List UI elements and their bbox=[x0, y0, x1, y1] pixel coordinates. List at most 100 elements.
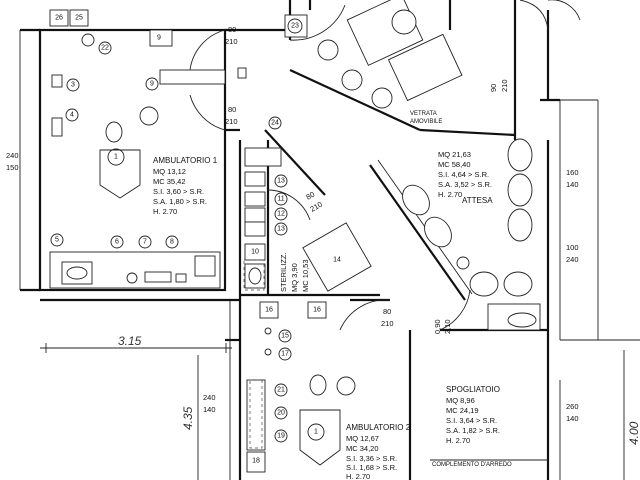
room-stat: S.I. 3,36 > S.R. bbox=[346, 454, 397, 463]
item-marker bbox=[50, 233, 64, 247]
room-stat: H. 2.70 bbox=[438, 190, 462, 199]
dim-label: 260 bbox=[566, 402, 579, 411]
room-stat: MQ 8,96 bbox=[446, 396, 475, 405]
cabinet bbox=[244, 221, 266, 237]
room-stat: S.I. 3,64 > S.R. bbox=[446, 416, 497, 425]
waiting-chair bbox=[507, 173, 533, 207]
wall-ambulatorio-1 bbox=[38, 28, 227, 292]
item-marker bbox=[274, 192, 288, 206]
waiting-chair bbox=[503, 271, 533, 297]
item-number: 7 bbox=[143, 239, 147, 246]
knob bbox=[126, 272, 138, 284]
item-marker bbox=[268, 116, 282, 130]
room-stat: MC 34,20 bbox=[346, 444, 379, 453]
autoclave bbox=[302, 222, 372, 292]
annotation: VETRATA bbox=[410, 111, 437, 117]
cabinet bbox=[244, 147, 282, 167]
dim-label: 240 bbox=[6, 151, 19, 160]
item-number: 17 bbox=[281, 351, 289, 358]
door-swing bbox=[189, 29, 226, 71]
item-marker bbox=[165, 235, 179, 249]
item-numbers: 26 25 23 22 9 9 3 4 1 5 6 7 8 24 13 11 1… bbox=[50, 15, 341, 465]
chair bbox=[317, 39, 339, 61]
room-stat: S.A. 1,80 > S.R. bbox=[153, 197, 207, 206]
room-stat: MQ 13,12 bbox=[153, 167, 186, 176]
cabinet bbox=[244, 191, 266, 207]
item-number: 18 bbox=[252, 458, 260, 465]
sink bbox=[61, 261, 93, 285]
sink bbox=[244, 263, 266, 289]
waiting-chair bbox=[402, 184, 430, 216]
item-number: 9 bbox=[150, 81, 154, 88]
dim-label: 0,90 bbox=[433, 319, 442, 334]
wall-segment bbox=[419, 128, 516, 137]
item-number: 15 bbox=[281, 333, 289, 340]
wall-diagonal bbox=[289, 69, 421, 131]
door-swing bbox=[339, 299, 391, 331]
dashed-outline bbox=[249, 379, 263, 449]
room-name: AMBULATORIO 1 bbox=[153, 156, 218, 165]
furniture bbox=[49, 0, 541, 473]
knob bbox=[264, 348, 272, 356]
dim-label: 140 bbox=[566, 180, 579, 189]
knob bbox=[264, 327, 272, 335]
room-labels: AMBULATORIO 1 MQ 13,12 MC 35,42 S.I. 3,6… bbox=[153, 111, 512, 480]
item-number: 6 bbox=[115, 239, 119, 246]
room-stat: H. 2.70 bbox=[446, 436, 470, 445]
chair bbox=[341, 69, 363, 91]
counter bbox=[159, 69, 226, 85]
room-stat: MQ 12,67 bbox=[346, 434, 379, 443]
item-number: 9 bbox=[157, 35, 161, 42]
item-marker bbox=[274, 406, 288, 420]
dim-label: 210 bbox=[500, 79, 509, 92]
item-marker bbox=[98, 41, 112, 55]
waiting-chair bbox=[469, 271, 499, 297]
room-stat: S.A. 1,82 > S.R. bbox=[446, 426, 500, 435]
room-stat: H. 2.70 bbox=[153, 207, 177, 216]
room-name: SPOGLIATOIO bbox=[446, 385, 500, 394]
dim-label: 100 bbox=[566, 243, 579, 252]
item-number: 12 bbox=[277, 211, 285, 218]
dim-label: 210 bbox=[225, 117, 238, 126]
headrest bbox=[105, 121, 123, 143]
door-swing bbox=[189, 94, 226, 131]
room-stat: MQ 21,63 bbox=[438, 150, 471, 159]
coat-stand bbox=[456, 256, 470, 270]
dim-label: 210 bbox=[309, 200, 324, 214]
annotation: AMOVIBILE bbox=[410, 119, 442, 125]
room-name: STERILIZZ. bbox=[279, 252, 288, 292]
sink-basin bbox=[507, 312, 537, 328]
item-marker bbox=[65, 108, 79, 122]
sink-basin bbox=[66, 266, 88, 280]
stool bbox=[139, 106, 159, 126]
cabinet bbox=[244, 207, 266, 223]
box bbox=[237, 67, 247, 79]
dim-label-large: 4.00 bbox=[627, 421, 640, 445]
item-number: 10 bbox=[251, 249, 259, 256]
box bbox=[51, 117, 63, 137]
wall-curve bbox=[519, 0, 549, 31]
door-swing bbox=[548, 0, 581, 21]
box bbox=[144, 271, 172, 283]
dim-label: 80 bbox=[228, 105, 236, 114]
dim-label-large: 4.35 bbox=[181, 406, 195, 430]
cabinet bbox=[49, 9, 69, 27]
dim-label: 80 bbox=[305, 190, 317, 202]
item-number: 25 bbox=[75, 15, 83, 22]
wall-diagonal bbox=[264, 129, 326, 196]
room-name: AMBULATORIO 2 bbox=[346, 423, 411, 432]
box bbox=[51, 74, 63, 88]
item-number: 23 bbox=[291, 23, 299, 30]
dim-label: 80 bbox=[383, 307, 391, 316]
item-number: 14 bbox=[333, 257, 341, 264]
sink-basin bbox=[248, 267, 262, 285]
dim-label: 140 bbox=[566, 414, 579, 423]
stool bbox=[336, 376, 356, 396]
item-number: 8 bbox=[170, 239, 174, 246]
dim-label: 90 bbox=[489, 84, 498, 92]
office-chair bbox=[391, 9, 417, 35]
chair-center bbox=[107, 148, 125, 166]
dim-label-large: 3.15 bbox=[118, 334, 142, 348]
item-number: 4 bbox=[70, 112, 74, 119]
item-number: 26 bbox=[55, 15, 63, 22]
